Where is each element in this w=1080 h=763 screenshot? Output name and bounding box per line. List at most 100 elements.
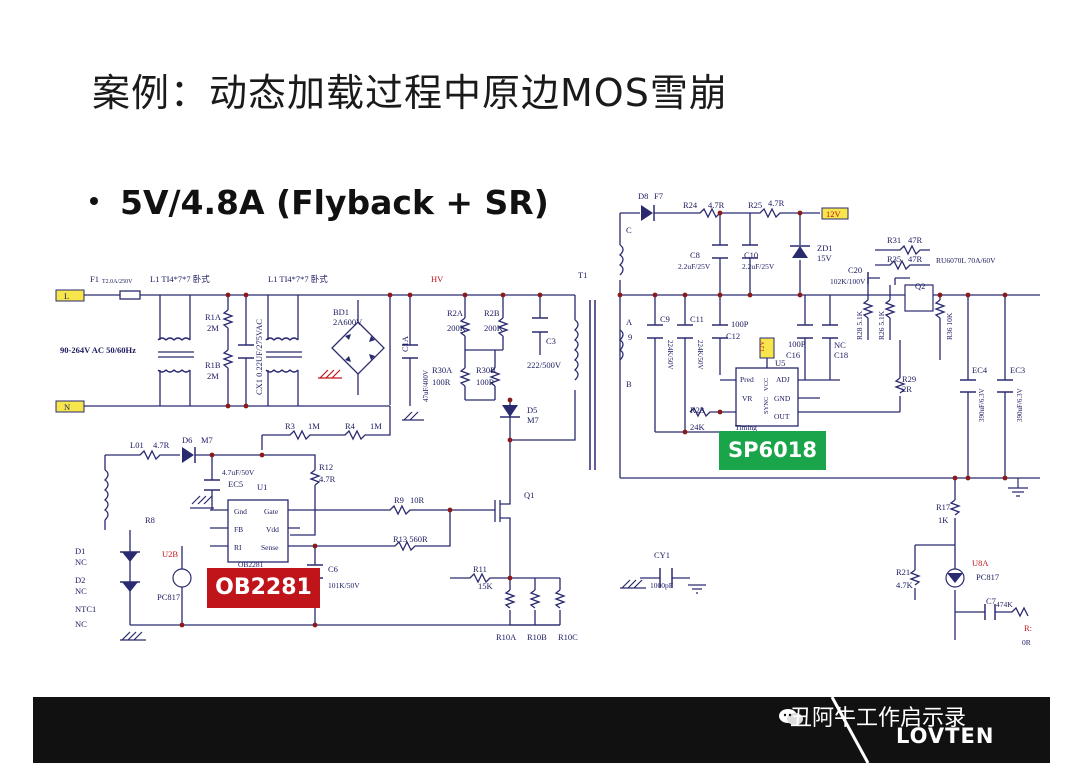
- sp6018-tag: SP6018: [719, 431, 826, 470]
- label-r24: R24: [683, 200, 698, 210]
- label-d6: D6: [182, 435, 192, 445]
- label-r31: R31: [887, 235, 901, 245]
- pin-vcc: VCC: [763, 378, 770, 391]
- bullet-dot: [90, 196, 98, 205]
- label-r-edge: R:: [1024, 623, 1032, 633]
- label-f7: F7: [654, 191, 663, 201]
- label-c12: C12: [726, 331, 740, 341]
- label-pin-a: A: [626, 317, 633, 327]
- label-r23: R23: [690, 405, 704, 415]
- footer-slash-decoration: [830, 697, 870, 763]
- label-pin-9: 9: [628, 332, 632, 342]
- label-ec3-rating: 390uF/6.3V: [1016, 388, 1024, 422]
- label-u8a: U8A: [972, 558, 989, 568]
- label-r10c: R10C: [558, 632, 578, 642]
- label-c6-rating: 101K/50V: [328, 581, 360, 590]
- pin-fb: FB: [234, 525, 243, 534]
- label-r21: R21: [896, 567, 910, 577]
- label-n-terminal: N: [64, 402, 70, 412]
- pin-out: OUT: [774, 412, 790, 421]
- label-r23-value: 24K: [690, 422, 706, 432]
- footer-bar: [33, 697, 1050, 763]
- label-l1-right: L1 TI4*7*7 卧式: [268, 274, 328, 284]
- label-c12-value: 100P: [731, 319, 749, 329]
- label-c18-nc: NC: [834, 340, 846, 350]
- label-l-terminal: L: [64, 291, 69, 301]
- label-r30b-value: 100R: [476, 377, 495, 387]
- label-r17-value: 1K: [938, 515, 949, 525]
- pin-gnd: Gnd: [234, 507, 247, 516]
- label-bd1: BD1: [333, 307, 349, 317]
- label-d5-part: M7: [527, 415, 539, 425]
- label-r30a-value: 100R: [432, 377, 451, 387]
- label-c3: C3: [546, 336, 556, 346]
- controller-section: [103, 447, 706, 641]
- label-hv: HV: [431, 274, 444, 284]
- label-c10-rating: 2.2uF/25V: [742, 262, 775, 271]
- pin-gate: Gate: [264, 507, 279, 516]
- label-pc817-secondary: PC817: [976, 572, 999, 582]
- label-t1: T1: [578, 270, 587, 280]
- pin-adj: ADJ: [776, 375, 790, 384]
- label-r4-value: 1M: [370, 421, 382, 431]
- label-pin-b: B: [626, 379, 632, 389]
- label-c18: C18: [834, 350, 848, 360]
- label-c1a: C1A: [400, 335, 410, 352]
- label-c1a-rating: 47uF/400V: [422, 370, 430, 402]
- label-r26: R26 5.1K: [877, 310, 886, 340]
- label-q2-part: RU6070L 70A/60V: [936, 256, 996, 265]
- label-c20: C20: [848, 265, 862, 275]
- label-d1: D1: [75, 546, 85, 556]
- label-u1-part: OB2281: [238, 560, 264, 569]
- pin-sync: SYNC: [763, 397, 770, 414]
- label-r3-value: 1M: [308, 421, 320, 431]
- label-cy1: CY1: [654, 550, 670, 560]
- label-c8-rating: 2.2uF/25V: [678, 262, 711, 271]
- label-pc817-primary: PC817: [157, 592, 180, 602]
- schematic-labels: F1 T2.0A/250V L1 TI4*7*7 卧式 L1 TI4*7*7 卧…: [60, 191, 1032, 647]
- label-u5-12v: 12V: [759, 341, 766, 353]
- label-zd1-value: 15V: [817, 253, 833, 263]
- label-u1: U1: [257, 482, 267, 492]
- label-d1-nc: NC: [75, 557, 87, 567]
- label-c3-rating: 222/500V: [527, 360, 562, 370]
- input-section: [55, 289, 596, 470]
- ob2281-tag: OB2281: [207, 568, 320, 608]
- label-u5: U5: [775, 358, 785, 368]
- label-r12: R12: [319, 462, 333, 472]
- label-f1: F1: [90, 274, 99, 284]
- label-r35-value: 47R: [908, 254, 923, 264]
- label-c9: C9: [660, 314, 670, 324]
- label-c16-value: 100P: [788, 339, 806, 349]
- pin-pred: Pred: [740, 375, 754, 384]
- label-r30a: R30A: [432, 365, 453, 375]
- label-ec4: EC4: [972, 365, 988, 375]
- label-r24-value: 4.7R: [708, 200, 725, 210]
- label-d2-nc: NC: [75, 586, 87, 596]
- label-q2: Q2: [915, 281, 925, 291]
- pin-ri: RI: [234, 543, 242, 552]
- label-c20-rating: 102K/100V: [830, 277, 866, 286]
- label-r25-value: 4.7R: [768, 198, 785, 208]
- label-r10a: R10A: [496, 632, 517, 642]
- pin-gnd2: GND: [774, 394, 791, 403]
- label-c7-value: 474K: [996, 600, 1013, 609]
- label-f1-rating: T2.0A/250V: [102, 279, 133, 285]
- bullet-item: 5V/4.8A (Flyback + SR): [90, 183, 549, 222]
- label-c10: C10: [744, 250, 758, 260]
- label-zd1: ZD1: [817, 243, 833, 253]
- label-r29-value: 2R: [902, 384, 912, 394]
- label-r30b: R30B: [476, 365, 496, 375]
- label-ec5-rating: 4.7uF/50V: [222, 468, 255, 477]
- label-r17: R17: [936, 502, 950, 512]
- label-r8: R8: [145, 515, 155, 525]
- label-d5: D5: [527, 405, 537, 415]
- label-r12-value: 4.7R: [319, 474, 336, 484]
- label-c11-rating: 224K/50V: [696, 340, 704, 370]
- watermark-text: 丑阿牛工作启示录: [790, 706, 967, 731]
- label-l01: L01: [130, 440, 144, 450]
- label-0r-edge: 0R: [1022, 638, 1031, 647]
- label-r25: R25: [748, 200, 762, 210]
- label-r9-value: 10R: [410, 495, 425, 505]
